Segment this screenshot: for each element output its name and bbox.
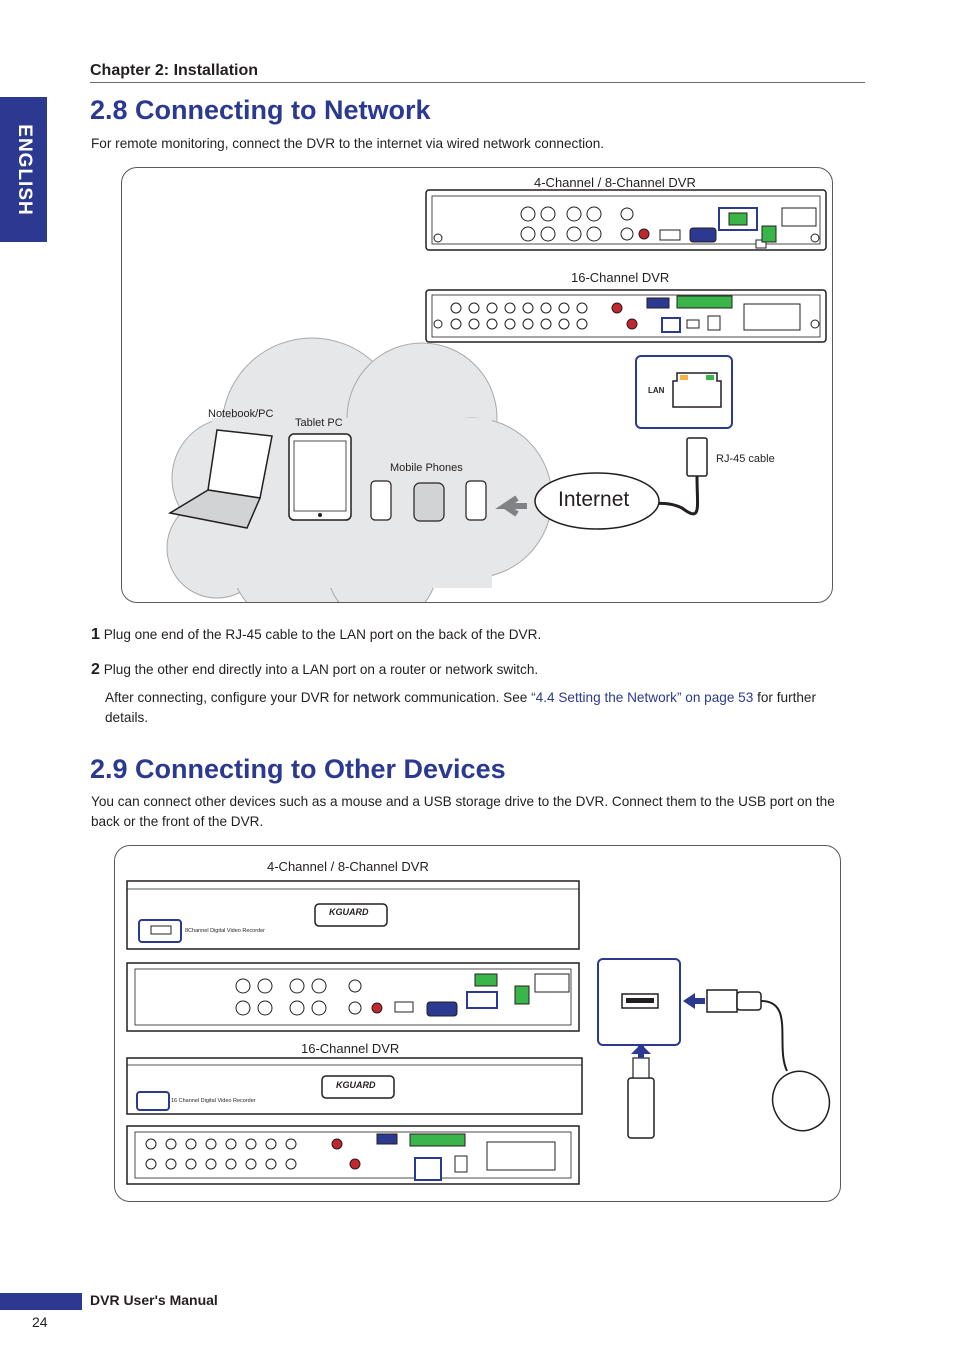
step-1-number: 1 <box>91 626 100 643</box>
devices-diagram: 4-Channel / 8-Channel DVR 16-Channel DVR… <box>114 845 841 1202</box>
mobile-phones-icon <box>370 480 487 522</box>
page-number: 24 <box>32 1314 48 1330</box>
network-intro: For remote monitoring, connect the DVR t… <box>91 136 605 151</box>
tablet-icon <box>288 433 352 521</box>
fig1-dvr-4-8-label: 4-Channel / 8-Channel DVR <box>534 175 696 190</box>
dvr-4-8-front <box>126 880 580 950</box>
network-diagram: 4-Channel / 8-Channel DVR 16-Channel DVR… <box>121 167 833 603</box>
dvr-16-front <box>126 1057 583 1115</box>
dvr-16-rear <box>425 289 827 343</box>
step-2-text: Plug the other end directly into a LAN p… <box>103 662 539 677</box>
notebook-label: Notebook/PC <box>208 408 274 420</box>
brand-logo-16: KGUARD <box>336 1080 376 1090</box>
setting-network-link[interactable]: “4.4 Setting the Network” on page 53 <box>531 690 754 705</box>
after-text-before: After connecting, configure your DVR for… <box>105 690 532 705</box>
internet-arrow <box>495 495 527 517</box>
after-text-after: for further details. <box>105 690 817 725</box>
lan-port-label: LAN <box>648 386 665 395</box>
header-divider <box>90 82 865 83</box>
chapter-heading: Chapter 2: Installation <box>90 62 259 79</box>
network-diagram-art <box>166 189 827 602</box>
cloud-shape <box>166 337 553 602</box>
brand-logo-4-8: KGUARD <box>329 907 369 917</box>
usb-port-zoom <box>597 958 681 1046</box>
front-16-text: 16 Channel Digital Video Recorder <box>171 1098 256 1104</box>
mobile-phones-label: Mobile Phones <box>390 462 463 474</box>
front-4-8-text: 8Channel Digital Video Recorder <box>185 928 266 934</box>
section-title-network: 2.8 Connecting to Network <box>90 95 431 125</box>
devices-diagram-art <box>126 880 831 1185</box>
usb-mouse-icon <box>683 989 831 1132</box>
section-title-devices: 2.9 Connecting to Other Devices <box>90 754 506 784</box>
step-2: 2 Plug the other end directly into a LAN… <box>91 660 871 680</box>
step-1: 1 Plug one end of the RJ-45 cable to the… <box>91 625 871 645</box>
devices-intro: You can connect other devices such as a … <box>91 794 835 829</box>
after-connecting-note: After connecting, configure your DVR for… <box>105 688 840 728</box>
fig2-dvr-16-label: 16-Channel DVR <box>301 1041 400 1056</box>
lan-port-zoom <box>635 355 733 429</box>
tablet-label: Tablet PC <box>295 417 343 429</box>
internet-label: Internet <box>558 488 630 511</box>
step-2-number: 2 <box>91 661 100 678</box>
fig1-dvr-16-label: 16-Channel DVR <box>571 270 670 285</box>
notebook-icon <box>167 429 273 529</box>
internet-cloud <box>534 472 660 530</box>
fig2-dvr-4-8-label: 4-Channel / 8-Channel DVR <box>267 859 429 874</box>
dvr-16-rear-2 <box>126 1125 580 1185</box>
footer-bar <box>0 1293 82 1310</box>
step-1-text: Plug one end of the RJ-45 cable to the L… <box>103 627 542 642</box>
language-tab: ENGLISH <box>0 97 47 242</box>
footer-manual-title: DVR User's Manual <box>90 1292 218 1308</box>
rj45-cable-label: RJ-45 cable <box>716 453 775 465</box>
usb-drive-icon <box>627 1044 655 1139</box>
language-label: ENGLISH <box>13 123 35 216</box>
dvr-4-8-rear-2 <box>126 962 580 1032</box>
dvr-4-8-rear <box>425 189 827 251</box>
